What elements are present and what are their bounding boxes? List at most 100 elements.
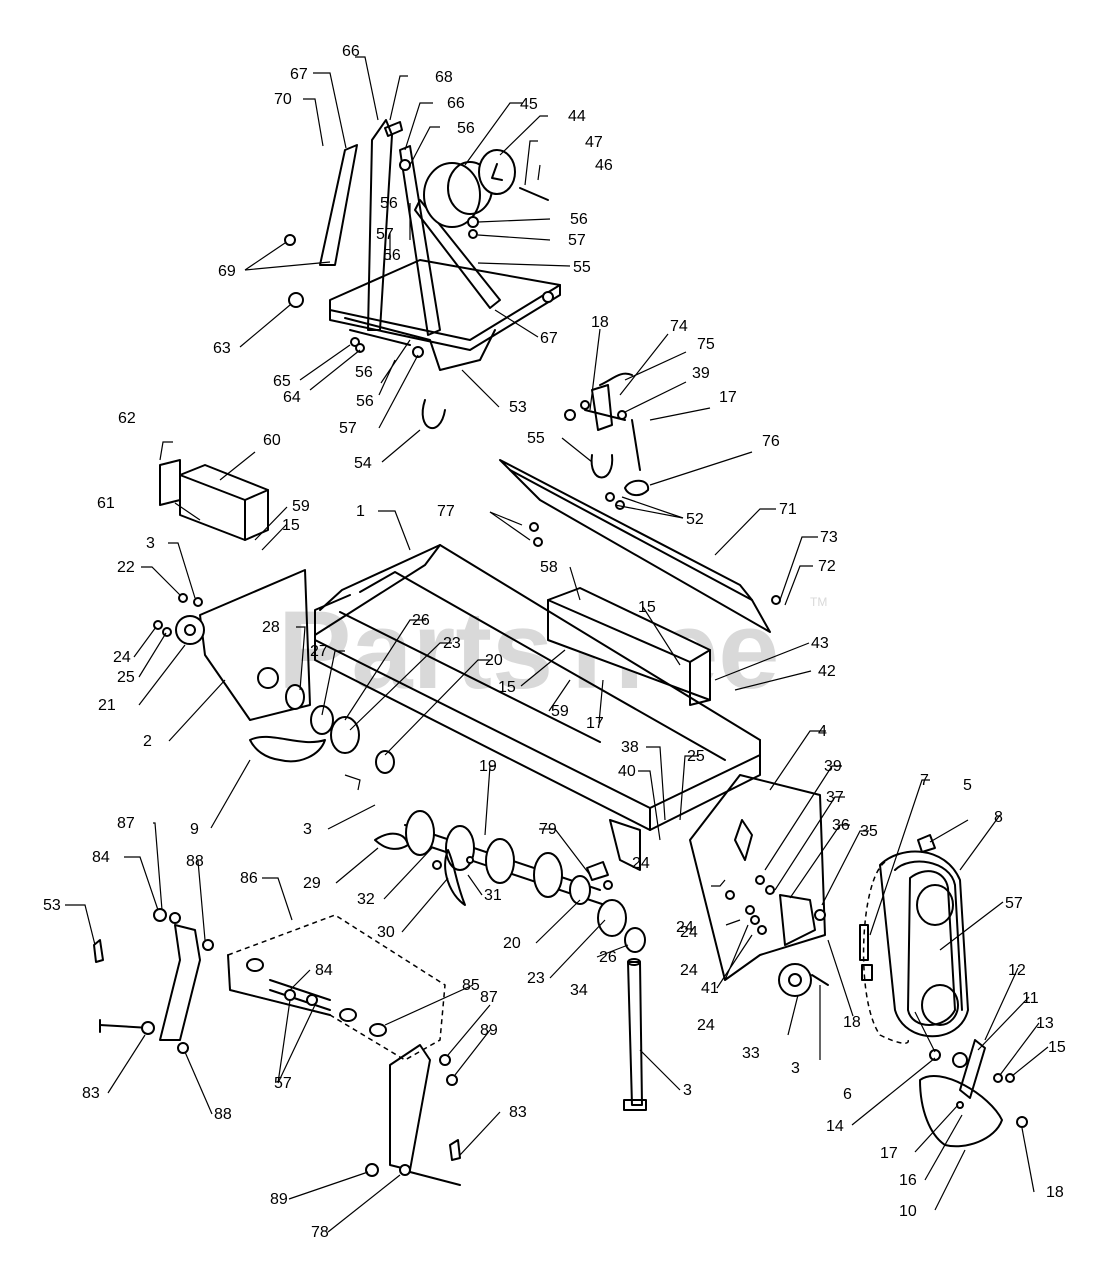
callout-label: 75 (697, 336, 715, 353)
callout-label: 73 (820, 529, 838, 546)
callout-label: 20 (485, 652, 503, 669)
callout-label: 43 (811, 635, 829, 652)
callout-label: 76 (762, 433, 780, 450)
callout-label: 83 (509, 1104, 527, 1121)
callout-label: 55 (527, 430, 545, 447)
callout-label: 27 (310, 643, 328, 660)
callout-label: 56 (457, 120, 475, 137)
callout-label: 10 (899, 1203, 917, 1220)
callout-label: 67 (290, 66, 308, 83)
callout-label: 52 (686, 511, 704, 528)
callout-label: 89 (270, 1191, 288, 1208)
callout-label: 88 (214, 1106, 232, 1123)
callout-label: 45 (520, 96, 538, 113)
callout-label: 62 (118, 410, 136, 427)
callout-label: 24 (680, 924, 698, 941)
callout-label: 22 (117, 559, 135, 576)
callout-label: 15 (638, 599, 656, 616)
callout-label: 39 (692, 365, 710, 382)
callout-label: 66 (447, 95, 465, 112)
callout-label: 15 (282, 517, 300, 534)
callout-label: 68 (435, 69, 453, 86)
callout-label: 5 (963, 777, 972, 794)
chain-case (859, 834, 1028, 1148)
callout-label: 3 (146, 535, 155, 552)
callout-label: 2 (143, 733, 152, 750)
callout-label: 60 (263, 432, 281, 449)
callout-label: 88 (186, 853, 204, 870)
callout-label: 69 (218, 263, 236, 280)
callout-label: 33 (742, 1045, 760, 1062)
callout-label: 18 (843, 1014, 861, 1031)
callout-label: 21 (98, 697, 116, 714)
callout-label: 83 (82, 1085, 100, 1102)
callout-label: 28 (262, 619, 280, 636)
hitch-tubes (159, 459, 711, 706)
callout-label: 65 (273, 373, 291, 390)
callout-label: 57 (1005, 895, 1023, 912)
callout-label: 41 (701, 980, 719, 997)
callout-label: 47 (585, 134, 603, 151)
callout-label: 32 (357, 891, 375, 908)
callout-label: 38 (621, 739, 639, 756)
callout-label: 26 (599, 949, 617, 966)
callout-label: 56 (383, 247, 401, 264)
callout-label: 87 (480, 989, 498, 1006)
callout-label: 54 (354, 455, 372, 472)
callout-label: 24 (680, 962, 698, 979)
callout-label: 24 (632, 855, 650, 872)
callout-label: 58 (540, 559, 558, 576)
callout-label: 17 (586, 715, 604, 732)
leader-lines (65, 56, 1049, 1233)
callout-label: 56 (380, 195, 398, 212)
callout-label: 11 (1022, 990, 1039, 1007)
callout-label: 17 (719, 389, 737, 406)
callout-label: 77 (437, 503, 455, 520)
callout-label: 25 (117, 669, 135, 686)
callout-label: 15 (498, 679, 516, 696)
hitch-assembly (284, 119, 561, 430)
callout-label: 24 (113, 649, 131, 666)
watermark-trademark: TM (810, 595, 827, 609)
callout-label: 56 (356, 393, 374, 410)
callout-label: 9 (190, 821, 199, 838)
callout-label: 78 (311, 1224, 329, 1241)
callout-label: 24 (697, 1017, 715, 1034)
callout-label: 1 (356, 503, 365, 520)
callout-label: 30 (377, 924, 395, 941)
callout-label: 17 (880, 1145, 898, 1162)
callout-label: 37 (826, 789, 844, 806)
callout-label: 42 (818, 663, 836, 680)
callout-label: 44 (568, 108, 586, 125)
callout-label: 74 (670, 318, 688, 335)
callout-label: 53 (509, 399, 527, 416)
callout-label: 57 (376, 226, 394, 243)
callout-label: 14 (826, 1118, 844, 1135)
callout-label: 61 (97, 495, 115, 512)
callout-label: 56 (570, 211, 588, 228)
callout-label: 79 (539, 821, 557, 838)
end-hub (778, 963, 829, 997)
callout-label: 36 (832, 817, 850, 834)
callout-label: 57 (568, 232, 586, 249)
callout-label: 12 (1008, 962, 1026, 979)
callout-label: 70 (274, 91, 292, 108)
callout-label: 66 (342, 43, 360, 60)
depth-stake (623, 958, 647, 1111)
callout-label: 24 (676, 919, 694, 936)
callout-label: 8 (994, 809, 1003, 826)
callout-label: 56 (355, 364, 373, 381)
main-frame (314, 544, 761, 871)
callout-label: 84 (92, 849, 110, 866)
callout-label: 20 (503, 935, 521, 952)
callout-label: 86 (240, 870, 258, 887)
callout-label: 64 (283, 389, 301, 406)
callout-label: 3 (303, 821, 312, 838)
callout-label: 7 (920, 772, 929, 789)
lower-hitch-plate (93, 908, 461, 1186)
callout-label: 55 (573, 259, 591, 276)
callout-label: 4 (818, 723, 827, 740)
callout-label: 40 (618, 763, 636, 780)
callout-label: 15 (1048, 1039, 1066, 1056)
